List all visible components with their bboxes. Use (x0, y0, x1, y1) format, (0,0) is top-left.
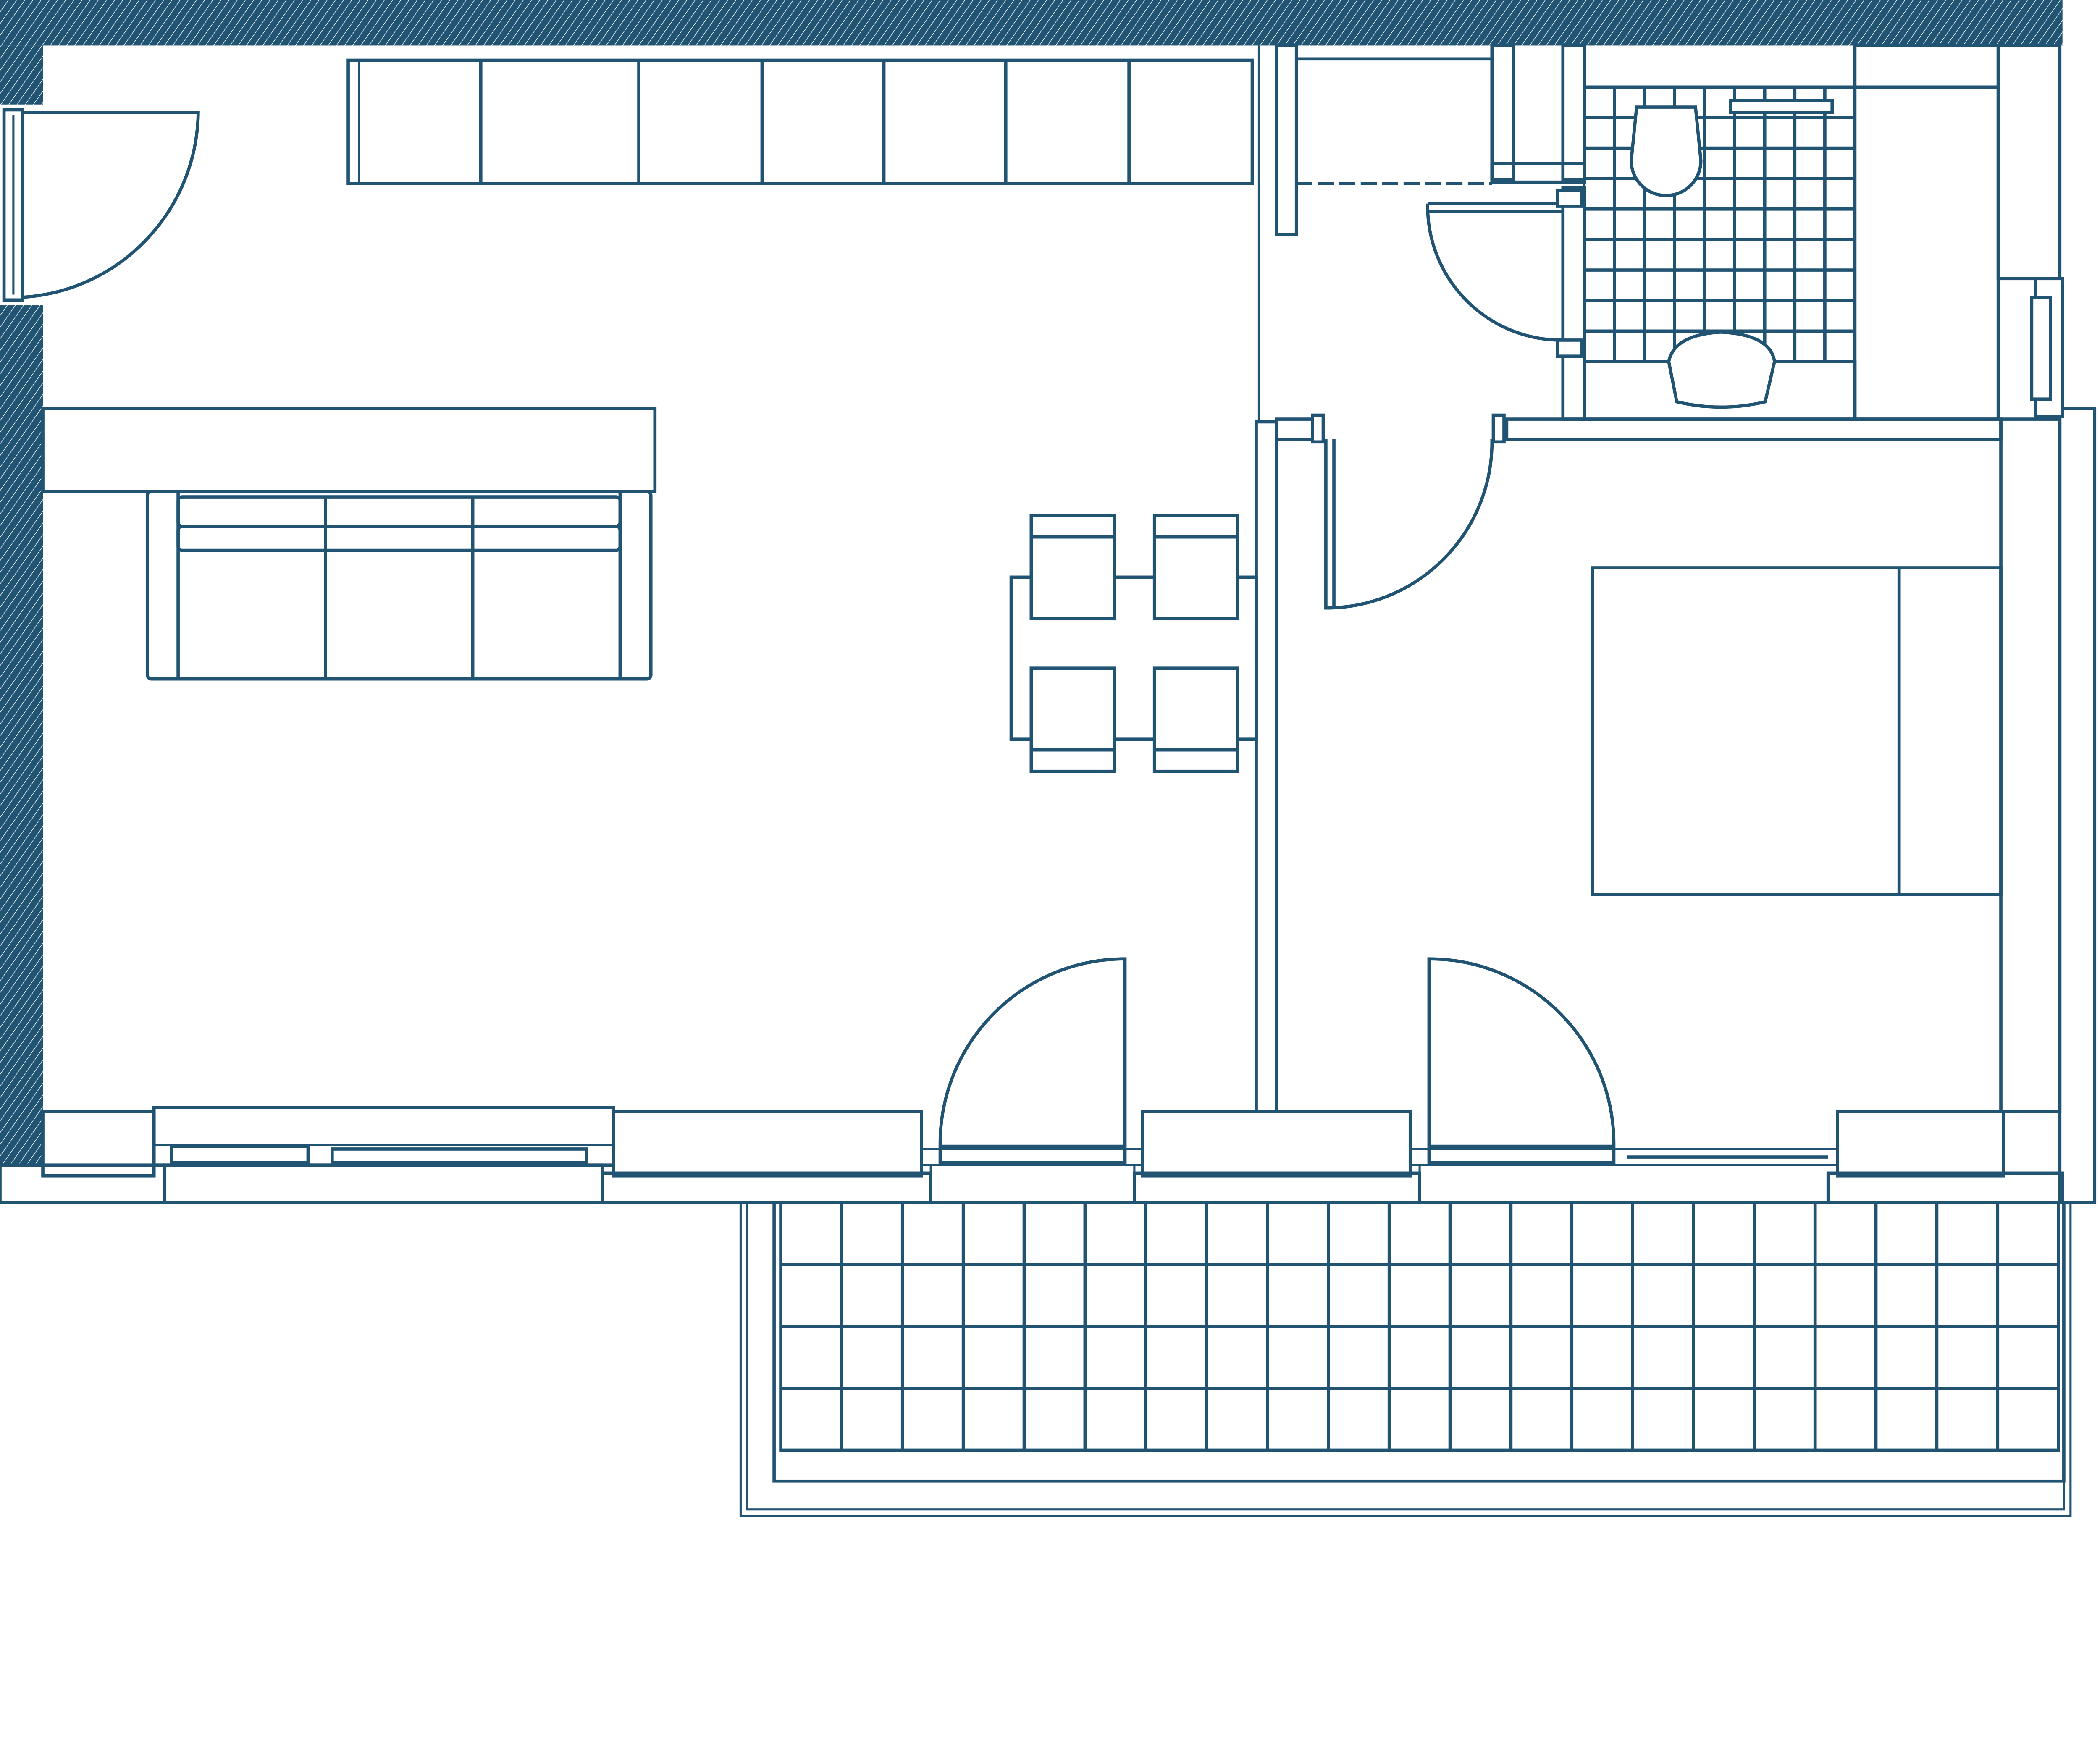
bathroom-tiles (1584, 87, 1855, 362)
bed (1591, 566, 2003, 896)
exterior-walls (0, 0, 2097, 1204)
balcony (739, 1165, 2072, 1517)
balcony-tiles (781, 1202, 2059, 1451)
dining-table (1009, 514, 1258, 773)
bedroom-door[interactable] (1311, 413, 1506, 610)
interior-walls (1255, 44, 2003, 1113)
sink (1667, 330, 1777, 409)
kitchen-counter (346, 58, 1254, 185)
entrance-door[interactable] (2, 108, 200, 302)
bedroom-balcony-door[interactable] (1409, 957, 1839, 1166)
towel-rail (1729, 99, 1834, 114)
living-balcony-door[interactable] (920, 957, 1144, 1166)
bathroom-window[interactable] (2030, 277, 2064, 418)
tv-shelf (41, 407, 657, 493)
bathroom-door[interactable] (1426, 188, 1583, 358)
living-window[interactable] (152, 1106, 615, 1204)
floor-plan (0, 0, 2097, 1517)
toilet (1630, 105, 1703, 197)
sofa (145, 490, 653, 681)
bathroom (1583, 44, 2064, 421)
